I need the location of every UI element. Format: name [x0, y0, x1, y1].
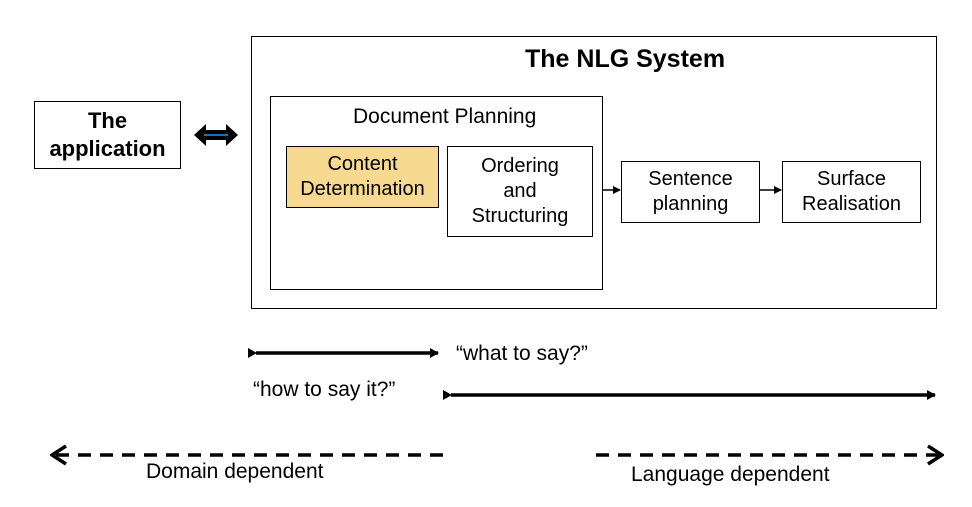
ordering-line3: Structuring — [471, 205, 569, 227]
ordering-line2: and — [503, 180, 537, 202]
document-planning-title: Document Planning — [353, 105, 537, 128]
sentence-planning-box: Sentence planning — [621, 161, 760, 223]
content-determination-line2: Determination — [300, 178, 425, 200]
surface-realisation-line1: Surface — [817, 168, 886, 190]
content-determination-line1: Content — [327, 153, 398, 175]
document-planning-box: Document Planning — [270, 96, 603, 290]
what-to-say-label: “what to say?” — [456, 342, 588, 365]
application-label-line1: The — [87, 108, 128, 133]
bidirectional-arrow — [194, 124, 238, 146]
application-box: The application — [34, 101, 181, 169]
nlg-system-box: The NLG System — [251, 36, 937, 309]
content-determination-box: Content Determination — [286, 146, 439, 208]
surface-realisation-line2: Realisation — [802, 193, 901, 215]
sentence-planning-line2: planning — [652, 193, 729, 215]
nlg-system-title: The NLG System — [525, 45, 726, 73]
surface-realisation-box: Surface Realisation — [782, 161, 921, 223]
language-dependent-label: Language dependent — [631, 463, 830, 486]
how-to-say-label: “how to say it?” — [253, 378, 396, 401]
application-label-line2: application — [49, 136, 166, 161]
ordering-line1: Ordering — [481, 155, 559, 177]
ordering-structuring-box: Ordering and Structuring — [447, 146, 593, 237]
domain-dependent-label: Domain dependent — [146, 460, 324, 483]
sentence-planning-line1: Sentence — [648, 168, 733, 190]
